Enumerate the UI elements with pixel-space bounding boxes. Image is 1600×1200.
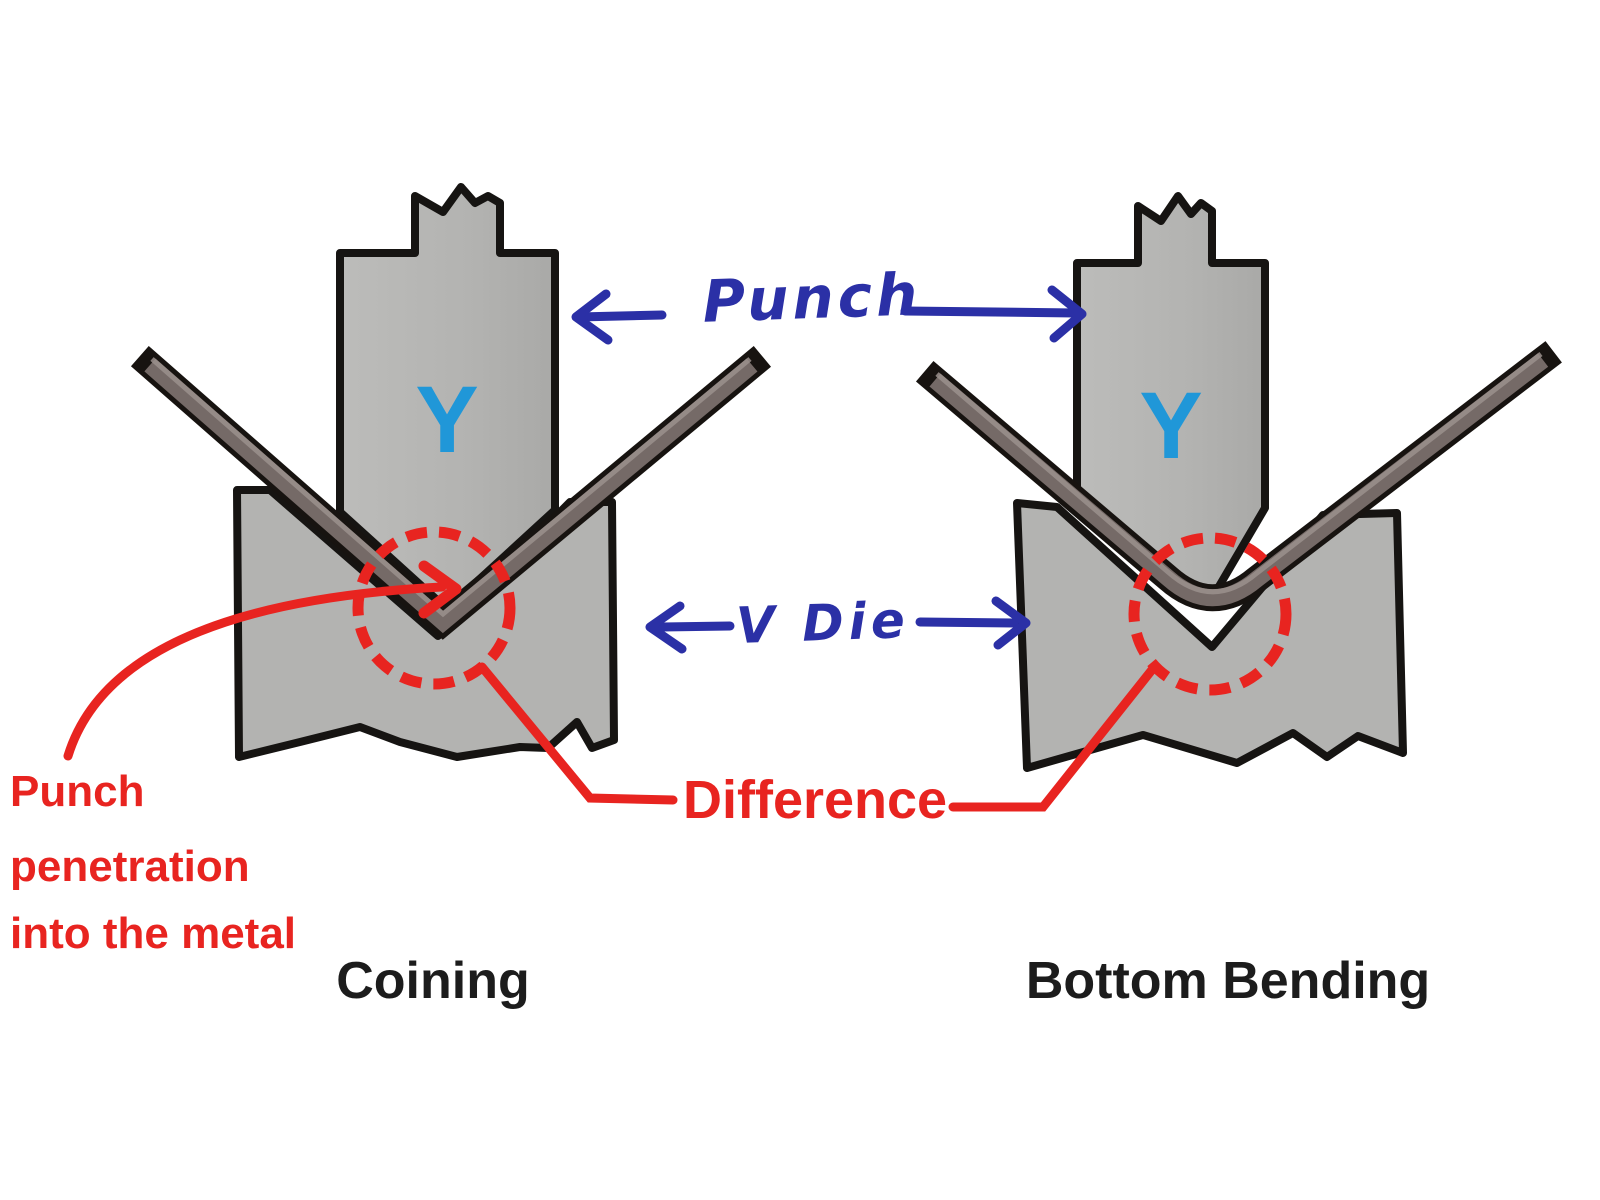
difference-label: Difference xyxy=(683,770,947,830)
bottom-bending-caption: Bottom Bending xyxy=(1026,952,1430,1010)
coining-metal-core xyxy=(144,358,758,634)
bottom-bending-metal-sheet xyxy=(915,341,1562,612)
coining-metal-sheet xyxy=(130,345,772,640)
penetration-text-line3: into the metal xyxy=(10,909,296,958)
penetration-annotation: Punch penetration into the metal xyxy=(10,560,462,958)
bottom-bending-metal-core xyxy=(929,353,1549,607)
penetration-arrow-curve xyxy=(63,582,447,761)
penetration-arrow-head-icon xyxy=(418,560,462,619)
penetration-text-line2: penetration xyxy=(10,842,250,891)
bottom-bending-punch-y-label: Y xyxy=(1139,373,1202,479)
punch-arrow-left-head-icon xyxy=(571,289,613,345)
v-die-arrow-left-head-icon xyxy=(645,601,687,654)
coining-diagram: Y xyxy=(130,183,772,761)
v-die-arrow-right-shaft xyxy=(915,617,1019,628)
coining-metal-highlight xyxy=(150,357,752,618)
coining-punch-y-label: Y xyxy=(415,367,478,473)
coining-highlight-circle xyxy=(352,526,516,690)
punch-arrow-right-head-icon xyxy=(1047,285,1087,343)
v-die-arrow-right-head-icon xyxy=(991,596,1031,650)
v-die-label: V Die xyxy=(735,591,911,655)
bottom-bending-v-die-shape xyxy=(1013,499,1407,772)
bottom-bending-diagram: Y xyxy=(915,192,1562,772)
v-die-arrow-left-shaft xyxy=(657,621,735,632)
punch-label: Punch xyxy=(701,260,922,336)
punch-arrow-right-shaft xyxy=(900,306,1081,318)
difference-annotation: Difference xyxy=(477,661,1160,830)
difference-connector-left xyxy=(477,662,678,805)
punch-annotation: Punch xyxy=(571,260,1087,345)
difference-connector-right xyxy=(948,661,1160,812)
bottom-bending-highlight-circle xyxy=(1128,532,1292,696)
punch-arrow-left-shaft xyxy=(573,310,667,322)
v-die-annotation: V Die xyxy=(645,591,1031,655)
bottom-bending-metal-highlight xyxy=(935,352,1543,595)
coining-caption: Coining xyxy=(336,952,530,1010)
penetration-text-line1: Punch xyxy=(10,767,144,816)
